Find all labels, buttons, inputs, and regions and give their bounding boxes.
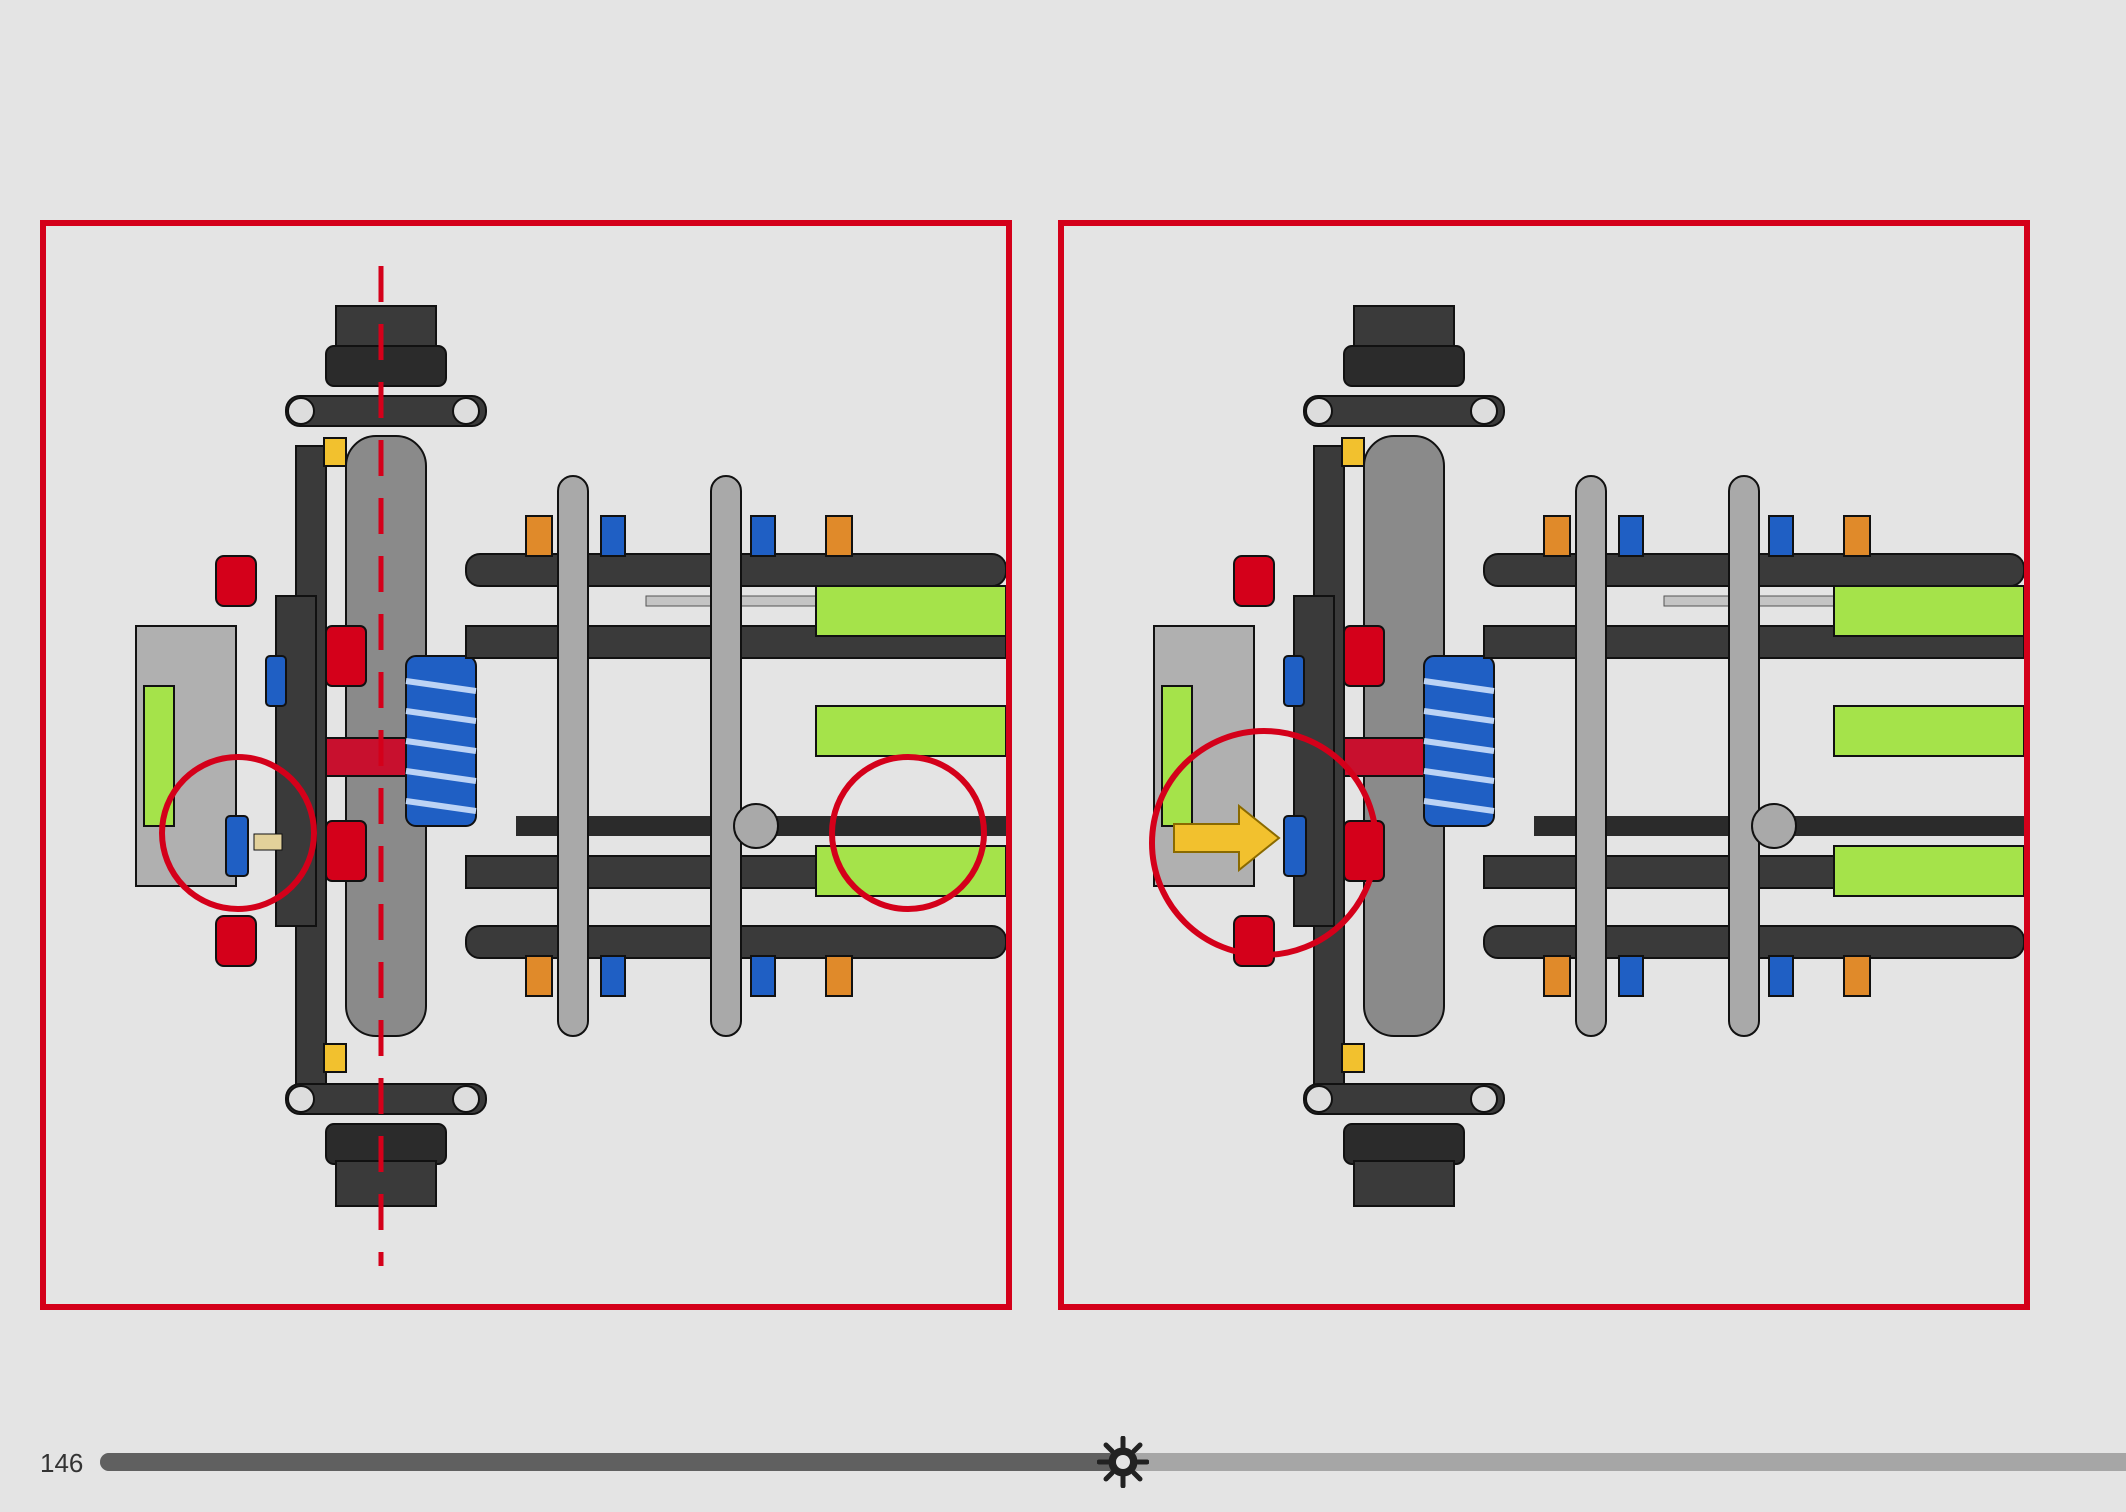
pin-hole (452, 397, 480, 425)
small-gear (733, 803, 779, 849)
blue-pin (600, 515, 626, 557)
pin-hole (1470, 1085, 1498, 1113)
orange-pin (825, 515, 853, 557)
top-wheel-hub (1343, 305, 1465, 387)
bottom-wheel-hub (325, 1123, 447, 1207)
gear-rack (275, 595, 317, 927)
lower-cross-arm (285, 1083, 487, 1115)
instruction-panel-left (40, 220, 1012, 1310)
upper-cross-arm (1303, 395, 1505, 427)
red-pin (215, 915, 257, 967)
orange-pin (1843, 955, 1871, 997)
yellow-pin (323, 437, 347, 467)
blue-bushing (225, 815, 249, 877)
orange-pin (1543, 515, 1571, 557)
tan-axle (253, 833, 283, 851)
pin-hole (1470, 397, 1498, 425)
lime-frame (815, 705, 1006, 757)
yellow-pin (1341, 437, 1365, 467)
blue-bushing (1283, 655, 1305, 707)
red-pin (215, 555, 257, 607)
gear-icon (1097, 1436, 1150, 1488)
blue-pin (750, 955, 776, 997)
lime-frame (815, 845, 1006, 897)
yellow-push-arrow (1173, 803, 1281, 873)
orange-pin (1543, 955, 1571, 997)
vertical-liftarm (1728, 475, 1760, 1037)
orange-pin (825, 955, 853, 997)
upper-cross-arm (285, 395, 487, 427)
shock-spring (1423, 655, 1495, 827)
red-pin (1233, 915, 1275, 967)
red-bracket (1343, 625, 1385, 687)
blue-pin (1618, 515, 1644, 557)
lime-frame (1833, 845, 2024, 897)
lime-frame (815, 585, 1006, 637)
vertical-liftarm (710, 475, 742, 1037)
vertical-liftarm (1575, 475, 1607, 1037)
yellow-pin (1341, 1043, 1365, 1073)
orange-pin (525, 955, 553, 997)
vertical-liftarm (557, 475, 589, 1037)
page-number: 146 (40, 1448, 84, 1478)
pin-hole (287, 397, 315, 425)
callout-left-bushing (159, 754, 317, 912)
red-gear-shaft (325, 737, 407, 777)
shock-spring (405, 655, 477, 827)
blue-pin (1618, 955, 1644, 997)
callout-push-direction (1149, 728, 1379, 958)
pin-hole (287, 1085, 315, 1113)
top-wheel-hub (325, 305, 447, 387)
blue-pin (1768, 955, 1794, 997)
model-illustration-right (1149, 305, 2024, 1207)
lime-frame (1833, 585, 2024, 637)
instruction-panel-right (1058, 220, 2030, 1310)
yellow-pin (323, 1043, 347, 1073)
blue-bushing (265, 655, 287, 707)
pin-hole (1305, 397, 1333, 425)
orange-pin (1843, 515, 1871, 557)
red-pin (1233, 555, 1275, 607)
pin-hole (452, 1085, 480, 1113)
red-gear-shaft (1343, 737, 1425, 777)
blue-pin (1768, 515, 1794, 557)
lime-frame (1833, 705, 2024, 757)
lime-connector (1161, 685, 1193, 827)
red-bracket (325, 625, 367, 687)
small-gear (1751, 803, 1797, 849)
model-illustration-left (135, 266, 1006, 1266)
bottom-wheel-hub (1343, 1123, 1465, 1207)
red-bracket (325, 820, 367, 882)
lower-cross-arm (1303, 1083, 1505, 1115)
progress-fill (100, 1453, 1124, 1471)
pin-hole (1305, 1085, 1333, 1113)
blue-pin (750, 515, 776, 557)
blue-bushing (1283, 815, 1307, 877)
callout-right-axle (829, 754, 987, 912)
orange-pin (525, 515, 553, 557)
blue-pin (600, 955, 626, 997)
